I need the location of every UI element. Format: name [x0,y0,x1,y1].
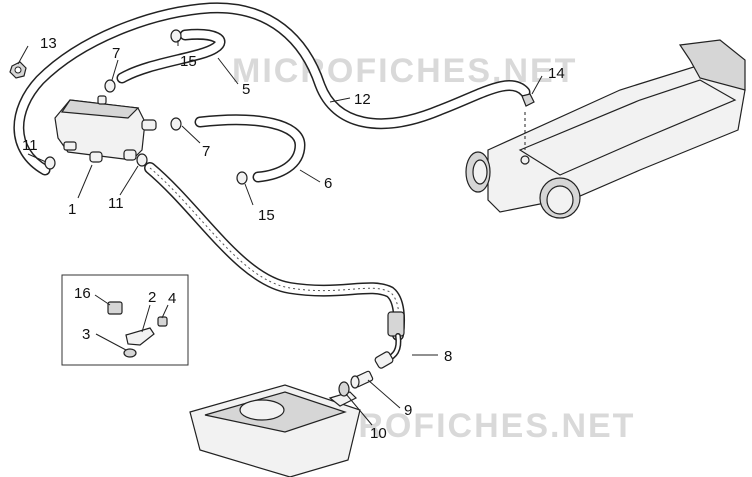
oil-pan [189,384,361,477]
fittings [338,370,374,397]
callout-6: 6 [324,175,332,192]
callout-7a: 7 [112,45,120,62]
callout-4: 4 [168,290,176,307]
callout-9: 9 [404,402,412,419]
callout-3: 3 [82,326,90,343]
leader-lines [17,40,543,426]
callout-7b: 7 [202,143,210,160]
oil-tank [54,95,157,163]
airbox [465,39,746,219]
clamps [9,29,535,185]
hose-8 [144,162,405,369]
callout-1: 1 [68,201,76,218]
callout-13: 13 [40,35,57,52]
watermark-top: MICROFICHES.NET [232,52,577,90]
callout-16: 16 [74,285,91,302]
hose-6 [194,114,306,183]
callout-11a: 11 [22,137,38,154]
callout-14: 14 [548,65,565,82]
callout-2: 2 [148,289,156,306]
callout-15b: 15 [258,207,275,224]
callout-5: 5 [242,81,250,98]
callout-10: 10 [370,425,387,442]
hose-5 [116,28,226,84]
hose-12 [13,2,531,176]
callout-15a: 15 [180,53,197,70]
callout-12: 12 [354,91,371,108]
callout-labels: 13 7 15 5 12 7 6 15 1 11 11 14 16 2 4 3 … [22,35,565,442]
callout-11b: 11 [108,195,124,212]
callout-8: 8 [444,348,452,365]
